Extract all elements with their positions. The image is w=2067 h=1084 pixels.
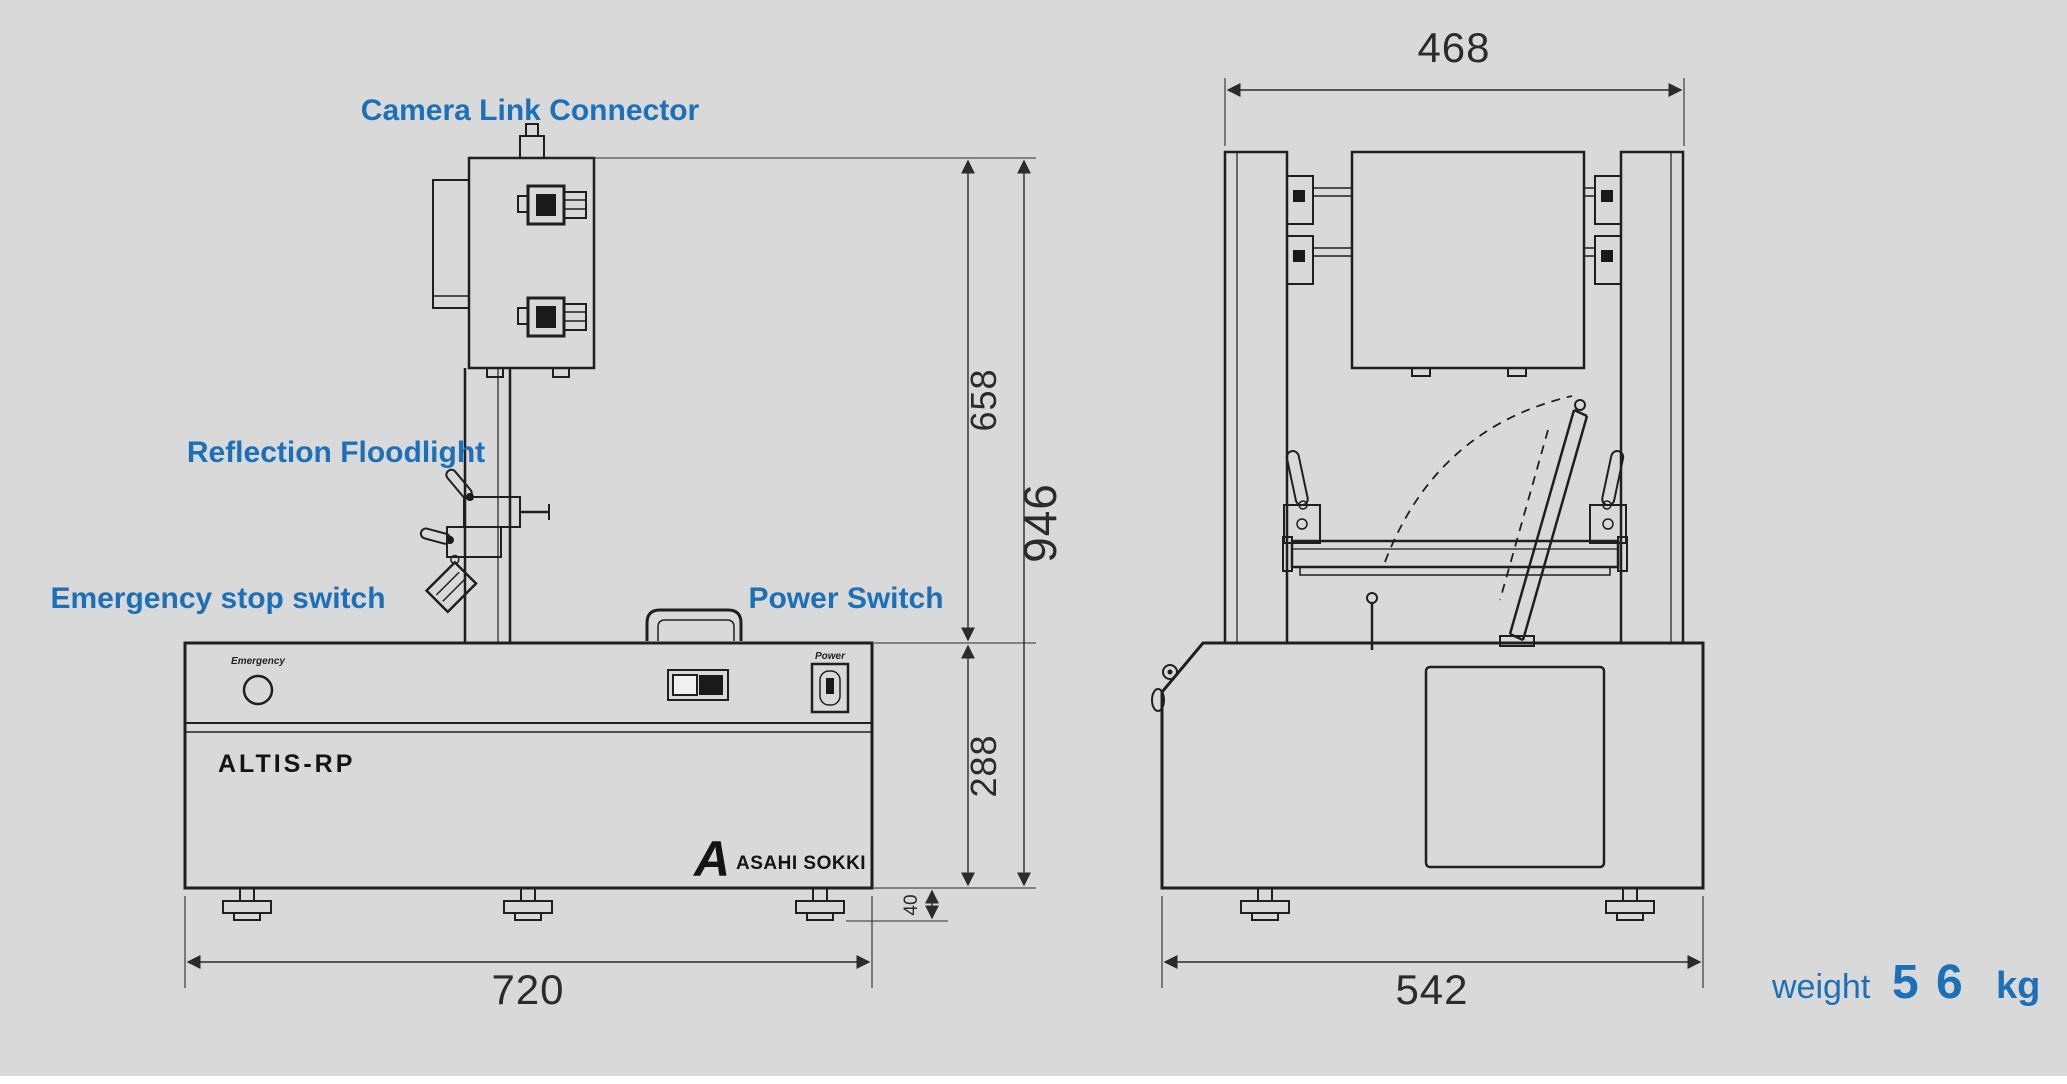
base-side-outline — [1160, 641, 1705, 890]
carry-handle — [645, 608, 743, 641]
brand-logo-initial: A — [692, 831, 730, 887]
front-view: Emergency Power ALTIS-RP A ASAHI — [183, 123, 1066, 1013]
side-bumper-icon — [1151, 688, 1165, 712]
callout-labels: Camera Link Connector Reflection Floodli… — [50, 94, 943, 615]
rail-bracket — [1286, 175, 1314, 225]
clamp-lever-icon — [1284, 448, 1311, 512]
stage-bar — [1282, 536, 1628, 576]
floodlight-head — [424, 554, 478, 614]
side-dimensions: 468 542 — [1161, 24, 1704, 1013]
locator-pin-icon — [1366, 592, 1378, 604]
arm-hinge-icon — [1574, 399, 1586, 411]
base-unit: Emergency Power ALTIS-RP A ASAHI — [183, 608, 874, 921]
top-connector-knob — [525, 123, 539, 137]
access-panel — [1424, 665, 1606, 869]
weight-unit: kg — [1996, 965, 2040, 1007]
camera-link-connector-2 — [516, 296, 588, 338]
side-view: 468 542 — [1151, 24, 1705, 1013]
power-button-label: Power — [815, 651, 846, 662]
floodlight-upper-bracket — [463, 496, 521, 528]
camera-box-side — [1350, 150, 1586, 377]
dim-top-width: 468 — [1417, 24, 1490, 71]
support-column — [463, 368, 512, 643]
camera-link-connector-1 — [516, 184, 588, 226]
camera-side-box — [432, 179, 470, 309]
rail-bracket — [1286, 235, 1314, 285]
base-unit-side — [1151, 641, 1705, 921]
brand-logo: A ASAHI SOKKI — [692, 831, 866, 887]
page-bottom-strip — [0, 1076, 2067, 1084]
leveling-foot — [1240, 887, 1290, 921]
rail-bracket — [1594, 175, 1622, 225]
clamp-lever-icon — [419, 527, 454, 545]
callout-power-switch: Power Switch — [748, 582, 943, 615]
leveling-foot — [1605, 887, 1655, 921]
mount-brackets — [1286, 175, 1622, 285]
swing-arm — [1366, 395, 1589, 650]
power-switch: Power — [810, 651, 850, 714]
weight-note: weight 5 6 kg — [1771, 956, 2040, 1009]
brand-name: ASAHI SOKKI — [736, 853, 866, 874]
dim-upper-height: 658 — [963, 368, 1004, 431]
dim-base-height: 288 — [963, 734, 1004, 797]
clamp-levers — [1283, 448, 1627, 544]
callout-reflection-floodlight: Reflection Floodlight — [187, 436, 485, 469]
camera-head — [432, 123, 596, 378]
front-dimensions: 658 288 946 40 720 — [184, 157, 1066, 1013]
emergency-button-label: Emergency — [231, 656, 285, 667]
weight-label: weight — [1771, 968, 1871, 1006]
rail-bracket — [1594, 235, 1622, 285]
dim-base-width: 542 — [1395, 966, 1468, 1013]
frame-columns — [1223, 150, 1685, 645]
callout-emergency-stop-switch: Emergency stop switch — [50, 582, 385, 615]
leveling-foot — [503, 887, 553, 921]
dim-foot-height: 40 — [901, 894, 922, 915]
rocker-switch — [667, 669, 729, 701]
leveling-foot — [795, 887, 845, 921]
model-name: ALTIS-RP — [218, 750, 355, 778]
dim-overall-width: 720 — [491, 966, 564, 1013]
dim-overall-height: 946 — [1014, 483, 1066, 563]
side-knob-icon — [1162, 664, 1178, 680]
emergency-stop-icon — [242, 674, 274, 706]
leveling-foot — [222, 887, 272, 921]
floodlight-lower-bracket — [446, 526, 502, 558]
weight-value: 5 6 — [1892, 956, 1965, 1009]
callout-camera-link-connector: Camera Link Connector — [361, 94, 700, 127]
top-connector — [519, 135, 545, 159]
rotation-arc — [1384, 395, 1573, 563]
emergency-stop-button: Emergency — [231, 656, 285, 706]
floodlight-assembly — [419, 468, 550, 614]
